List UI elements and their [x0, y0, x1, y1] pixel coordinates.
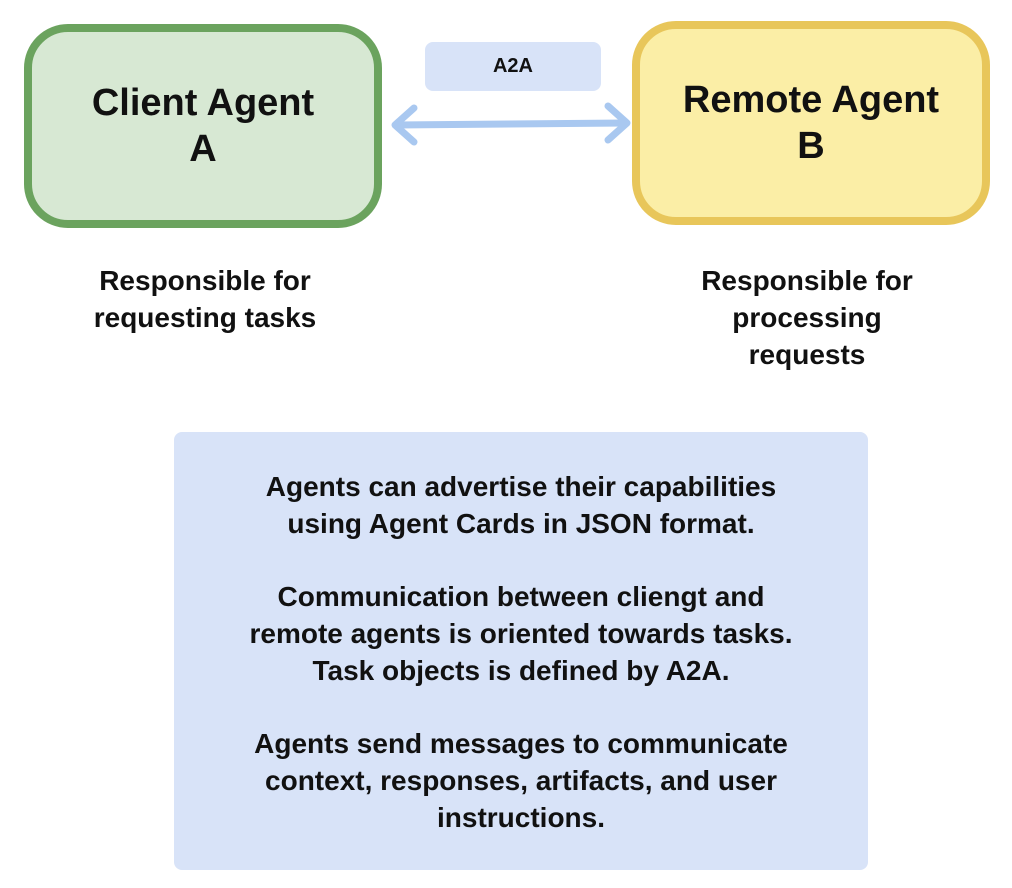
client-agent-node: Client Agent A [24, 24, 382, 228]
remote-agent-role: Responsible for processing requests [701, 265, 913, 370]
a2a-label-text: A2A [492, 55, 533, 77]
info-panel: Agents can advertise their capabilities … [174, 432, 868, 870]
arrow-head-right [604, 102, 631, 144]
remote-agent-title: Remote Agent B [682, 79, 940, 167]
arrow-shaft [392, 119, 630, 129]
client-agent-title: Client Agent A [91, 82, 315, 170]
client-agent-role: Responsible for requesting tasks [93, 265, 317, 333]
a2a-connection-label: A2A [425, 42, 601, 91]
info-paragraph-tasks: Communication between cliengt and remote… [249, 581, 793, 686]
info-paragraph-agent-cards: Agents can advertise their capabilities … [265, 471, 777, 539]
remote-agent-node: Remote Agent B [632, 21, 990, 225]
bidirectional-arrow [391, 102, 631, 146]
info-paragraph-messages: Agents send messages to communicate cont… [254, 728, 788, 833]
arrow-head-left [391, 104, 418, 146]
